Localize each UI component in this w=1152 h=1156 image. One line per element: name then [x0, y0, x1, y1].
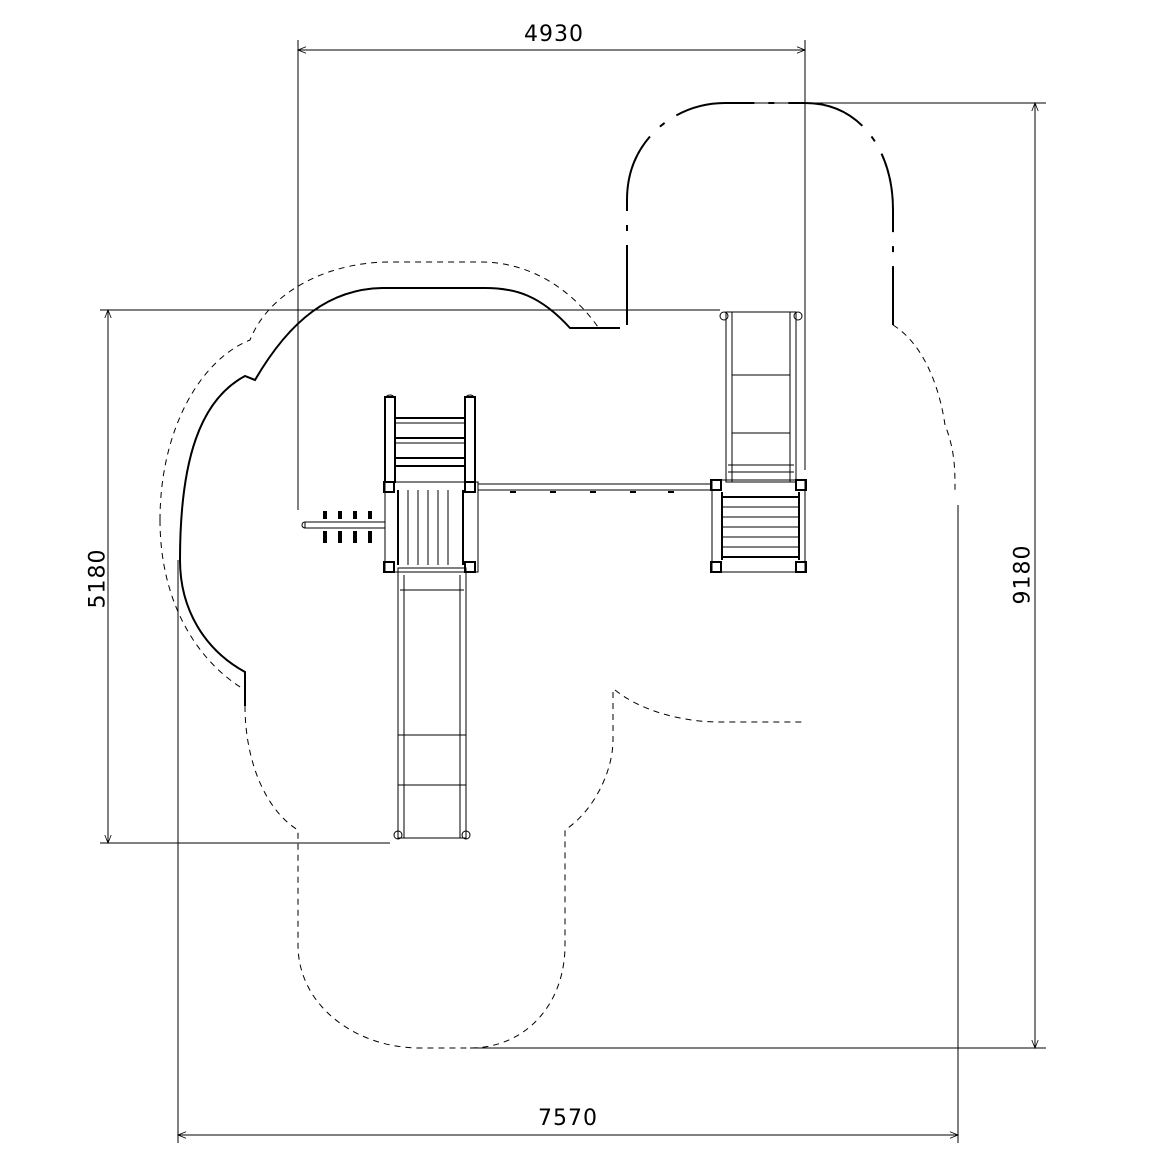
- dimension-lines: [100, 40, 1046, 1143]
- safety-zone-solid: [178, 102, 894, 706]
- safety-zone-dashed: [159, 261, 956, 1049]
- dimension-left-height: 5180: [85, 548, 111, 609]
- dimension-overall-width: 7570: [538, 1106, 598, 1131]
- dimension-top-width: 4930: [524, 22, 584, 47]
- dimension-overall-height: 9180: [1010, 544, 1036, 605]
- play-structure: [301, 311, 807, 840]
